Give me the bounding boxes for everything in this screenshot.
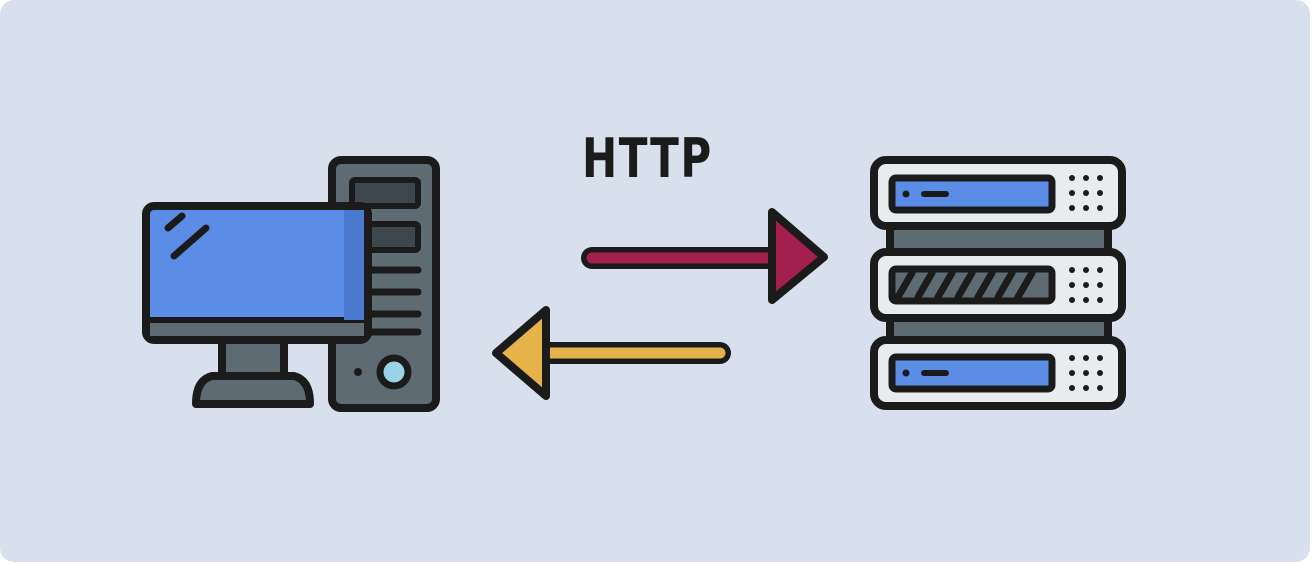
request-arrow [581,208,828,304]
monitor-stand [192,336,314,408]
response-arrow [492,306,731,400]
server-unit [870,156,1126,230]
server-rack-icon [870,156,1126,410]
server-unit [870,336,1126,410]
desktop-computer-icon [142,156,440,412]
monitor [142,202,372,344]
server-unit [870,248,1126,322]
protocol-label: HTTP [582,127,713,190]
